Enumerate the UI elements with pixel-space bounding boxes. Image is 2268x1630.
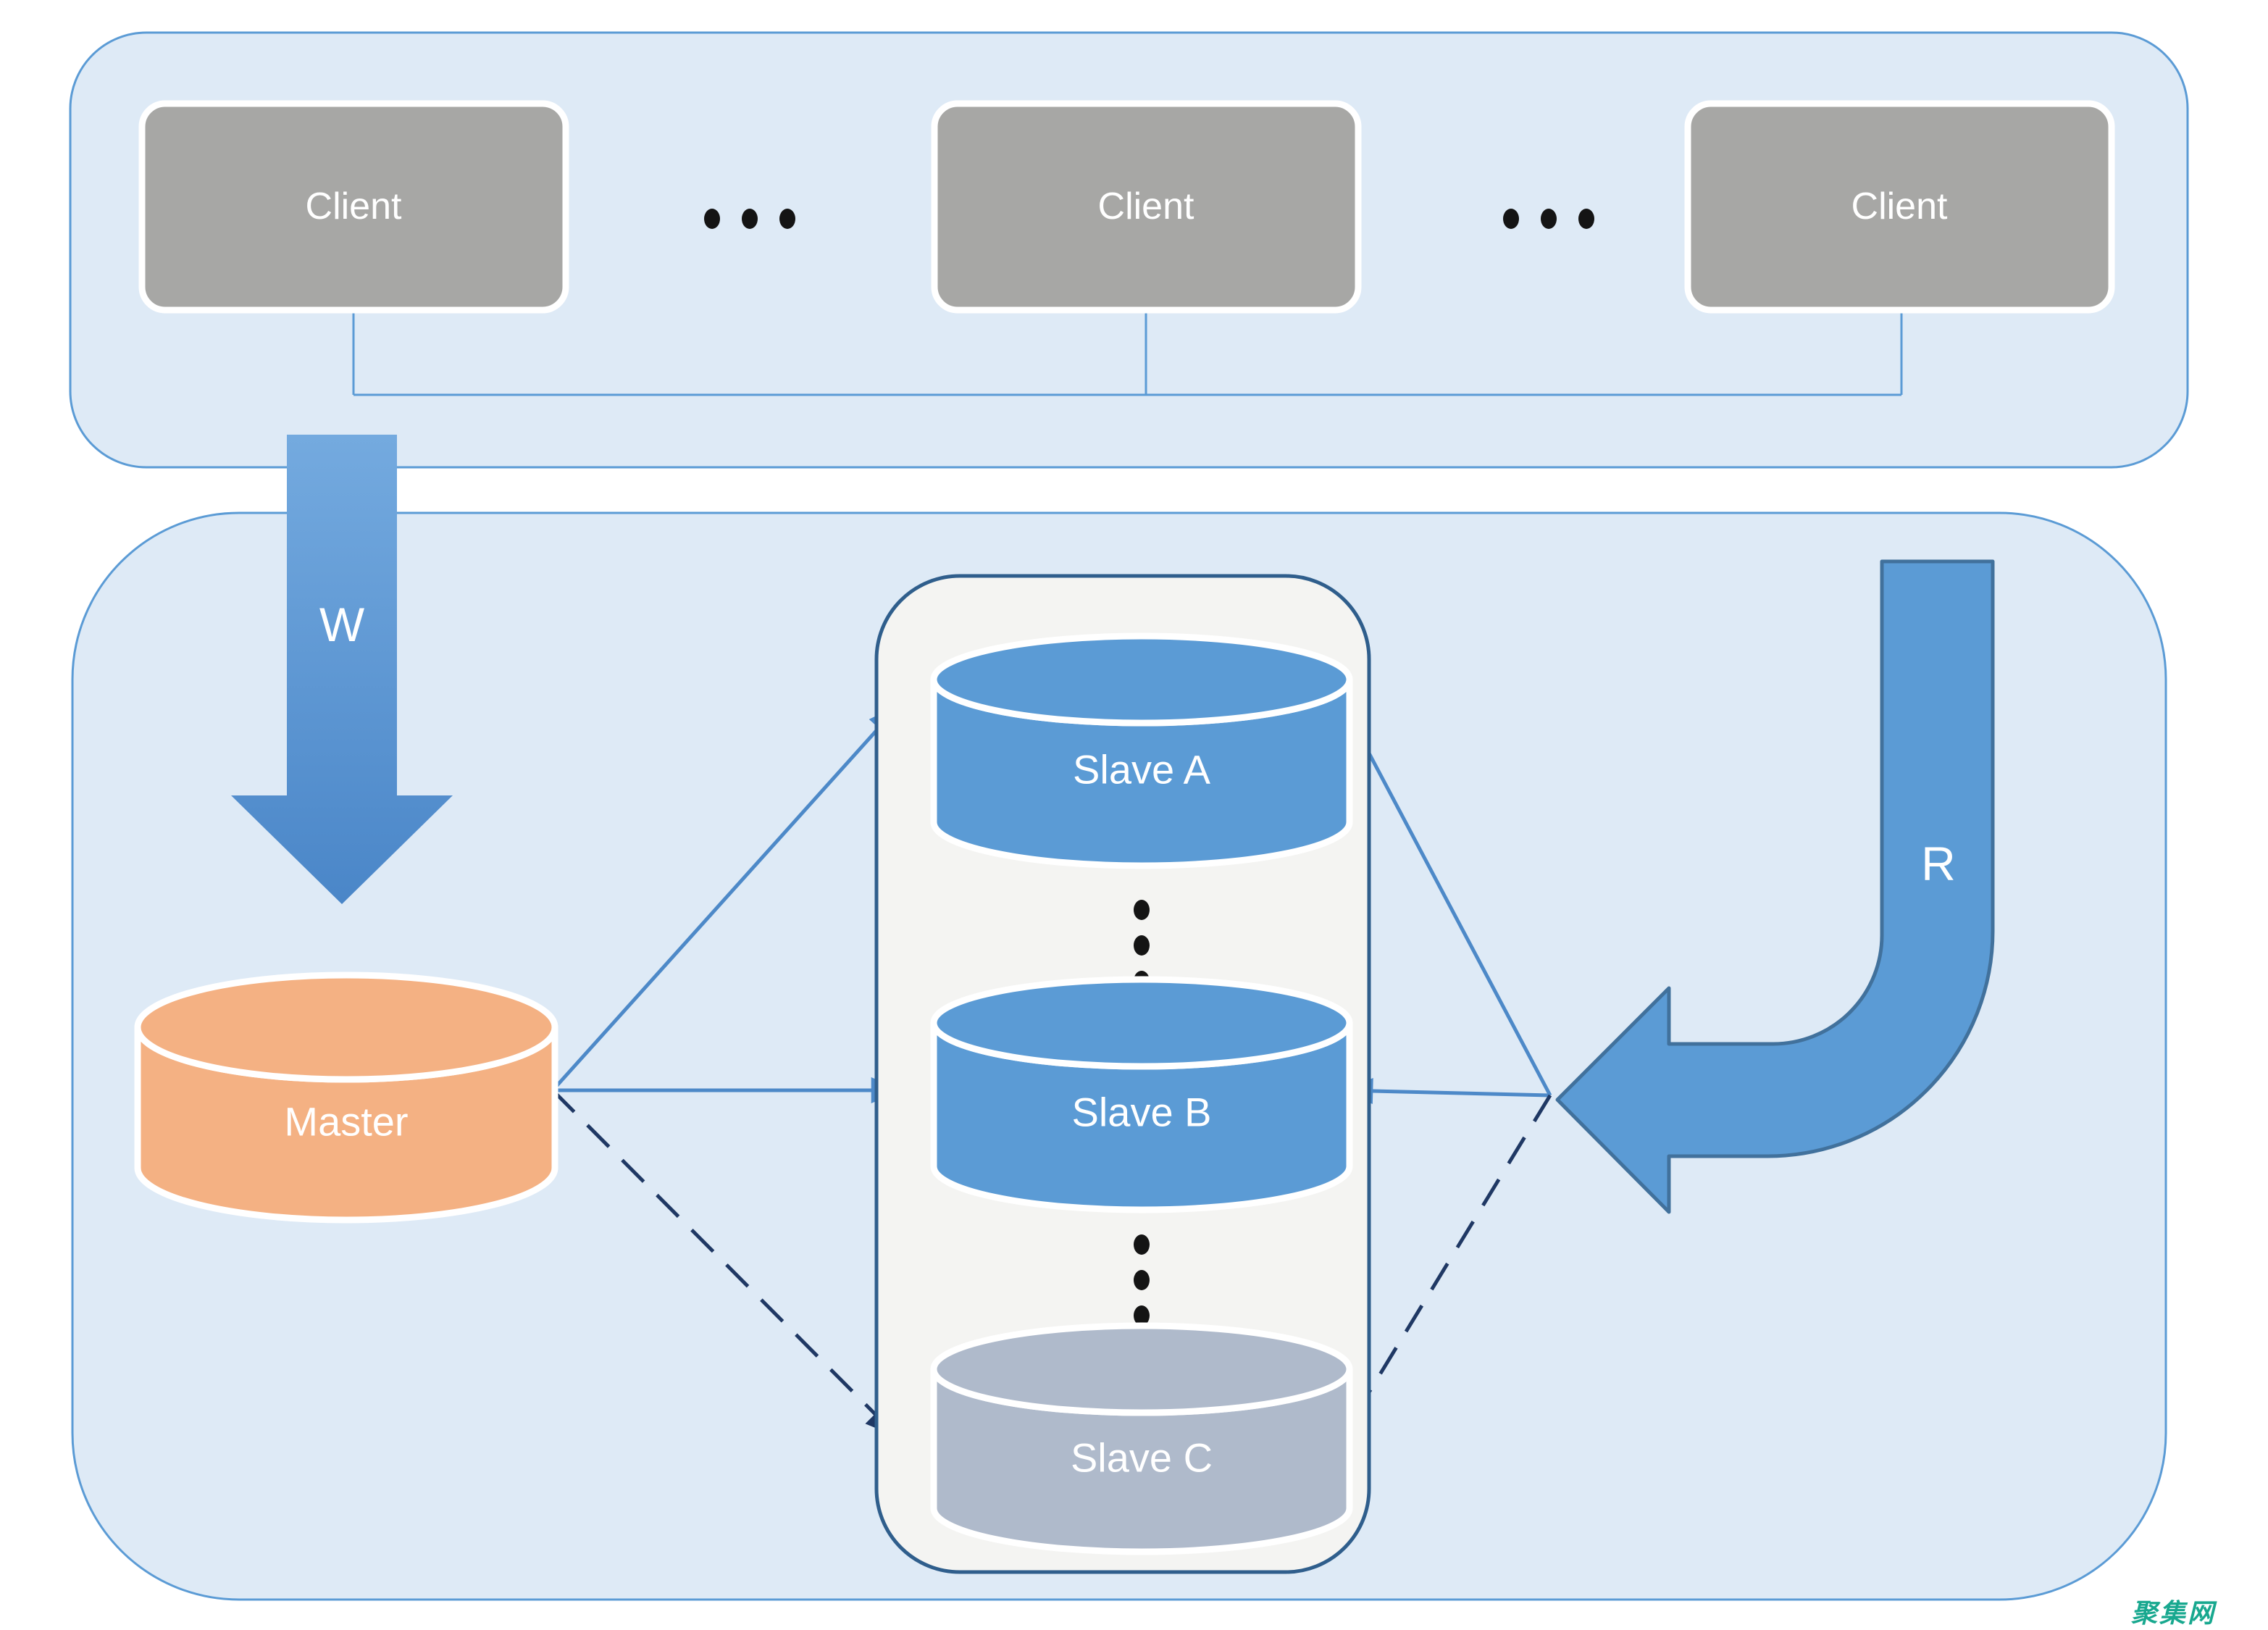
read-from-slave-c-dashed-link [1339, 1094, 1552, 1439]
master-cylinder-top [134, 971, 558, 1083]
slave-c-cylinder-top [930, 1322, 1353, 1416]
client-label-2: Client [1098, 185, 1194, 227]
client-nodes: Client Client Client [138, 100, 2115, 314]
slave-c-label: Slave C [1071, 1435, 1213, 1481]
read-from-slave-a-link [1339, 699, 1552, 1097]
horizontal-ellipsis-icon [1503, 209, 1594, 229]
client-box-3 [1684, 100, 2115, 314]
slave-b-cylinder-top [930, 976, 1353, 1070]
client-box-2 [931, 100, 1362, 314]
slave-b-node: Slave B [930, 976, 1353, 1213]
write-arrow-label: W [319, 598, 365, 651]
master-replication-links [551, 704, 903, 1438]
master-node: Master [134, 971, 558, 1224]
slave-a-label: Slave A [1073, 747, 1211, 793]
slave-a-cylinder-top [930, 632, 1353, 727]
read-arrow-label: R [1921, 837, 1956, 890]
read-links [1339, 699, 1552, 1439]
read-arrow [1555, 559, 1995, 1214]
slave-a-node: Slave A [930, 632, 1353, 869]
horizontal-ellipsis-icon [704, 209, 795, 229]
client-bus-connectors [352, 310, 1903, 396]
read-from-slave-b-link [1342, 1077, 1551, 1104]
master-to-slave-c-dashed-link [551, 1089, 899, 1438]
site-watermark: 聚集网 [2131, 1598, 2217, 1628]
vertical-ellipsis-icon [1134, 1234, 1150, 1326]
master-to-slave-a-link [551, 704, 900, 1092]
client-label-3: Client [1851, 185, 1948, 227]
client-label-1: Client [306, 185, 402, 227]
master-label: Master [284, 1099, 408, 1145]
client-box-1 [138, 100, 569, 314]
slave-c-node: Slave C [930, 1322, 1353, 1555]
slave-b-label: Slave B [1072, 1090, 1212, 1135]
write-arrow [231, 435, 453, 904]
